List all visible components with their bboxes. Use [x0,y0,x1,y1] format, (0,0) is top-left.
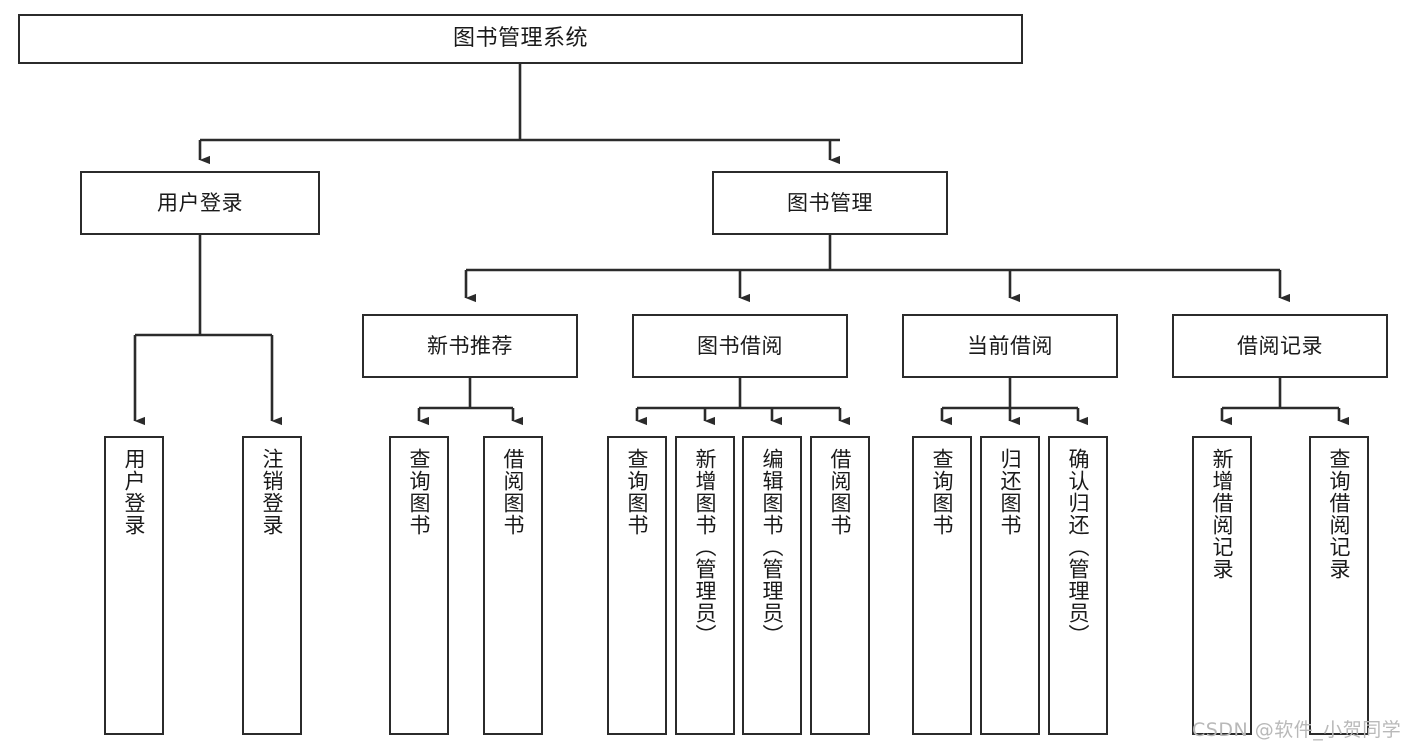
node-leaf-add-book[interactable]: 新增图书（管理员） [675,436,735,735]
node-label: 查询图书 [625,448,650,536]
node-current-borrow[interactable]: 当前借阅 [902,314,1118,378]
node-leaf-logout-login[interactable]: 注销登录 [242,436,302,735]
node-root-system[interactable]: 图书管理系统 [18,14,1023,64]
node-leaf-borrow-book-1[interactable]: 借阅图书 [483,436,543,735]
node-leaf-return-book[interactable]: 归还图书 [980,436,1040,735]
node-label: 查询图书 [407,448,432,536]
node-book-manage[interactable]: 图书管理 [712,171,948,235]
node-user-login[interactable]: 用户登录 [80,171,320,235]
node-label: 注销登录 [260,448,285,536]
node-label: 查询图书 [930,448,955,536]
node-label: 当前借阅 [967,333,1053,358]
node-label: 图书管理系统 [452,26,588,52]
node-label: 新增借阅记录 [1210,448,1235,580]
node-leaf-add-record[interactable]: 新增借阅记录 [1192,436,1252,735]
csdn-watermark: CSDN @软件_小贺同学 [1192,719,1402,741]
node-label: 用户登录 [157,190,243,215]
node-label: 用户登录 [122,448,147,536]
node-label: 新书推荐 [427,333,513,358]
node-label: 确认归还（管理员） [1066,448,1091,646]
node-label: 归还图书 [998,448,1023,536]
node-label: 编辑图书（管理员） [760,448,785,646]
node-leaf-query-record[interactable]: 查询借阅记录 [1309,436,1369,735]
node-leaf-borrow-book-2[interactable]: 借阅图书 [810,436,870,735]
node-borrow-record[interactable]: 借阅记录 [1172,314,1388,378]
node-new-book-recommend[interactable]: 新书推荐 [362,314,578,378]
node-leaf-edit-book[interactable]: 编辑图书（管理员） [742,436,802,735]
node-label: 借阅记录 [1237,333,1323,358]
node-leaf-query-book-3[interactable]: 查询图书 [912,436,972,735]
node-label: 图书借阅 [697,333,783,358]
node-label: 新增图书（管理员） [693,448,718,646]
node-label: 借阅图书 [828,448,853,536]
node-book-borrow[interactable]: 图书借阅 [632,314,848,378]
node-leaf-query-book-2[interactable]: 查询图书 [607,436,667,735]
node-leaf-query-book-1[interactable]: 查询图书 [389,436,449,735]
node-leaf-user-login[interactable]: 用户登录 [104,436,164,735]
node-leaf-confirm-return[interactable]: 确认归还（管理员） [1048,436,1108,735]
node-label: 借阅图书 [501,448,526,536]
node-label: 图书管理 [787,190,873,215]
node-label: 查询借阅记录 [1327,448,1352,580]
